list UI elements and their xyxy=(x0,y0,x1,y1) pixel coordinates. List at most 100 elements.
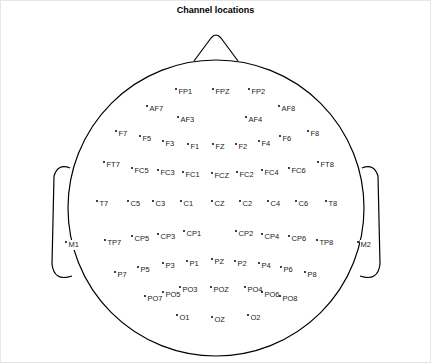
electrode-dot xyxy=(162,140,164,142)
electrode-dot xyxy=(131,235,133,237)
channel: F4 xyxy=(258,136,271,146)
channel-label: C6 xyxy=(298,199,309,209)
electrode-dot xyxy=(212,143,214,145)
channel-label: F2 xyxy=(238,142,248,152)
channel-label: PO3 xyxy=(182,285,198,295)
channel-label: CP5 xyxy=(134,234,150,244)
channel-label: PO5 xyxy=(165,290,181,300)
channel: CP2 xyxy=(235,226,254,236)
channel: P8 xyxy=(304,267,317,277)
channel-label: AF8 xyxy=(281,104,296,114)
channel: FC2 xyxy=(236,167,254,177)
electrode-dot xyxy=(186,260,188,262)
channel: AF3 xyxy=(177,112,195,122)
channel: F5 xyxy=(139,131,152,141)
channel-label: CP2 xyxy=(238,229,254,239)
channel: CP1 xyxy=(183,226,202,236)
channel: T7 xyxy=(96,196,109,206)
channel: C4 xyxy=(267,196,281,206)
electrode-dot xyxy=(146,105,148,107)
channel-label: O1 xyxy=(179,313,190,323)
channel-label: PO6 xyxy=(264,290,280,300)
electrode-dot xyxy=(144,295,146,297)
channel-label: F3 xyxy=(165,139,175,149)
channel-label: P7 xyxy=(117,270,127,280)
channel: FPZ xyxy=(212,84,230,94)
electrode-dot xyxy=(187,143,189,145)
channel-label: FC2 xyxy=(239,170,254,180)
channel: CP6 xyxy=(288,231,307,241)
channel: TP8 xyxy=(316,235,334,245)
electrode-dot xyxy=(357,241,359,243)
channel-label: O2 xyxy=(250,313,261,323)
electrode-dot xyxy=(234,260,236,262)
electrode-dot xyxy=(182,171,184,173)
channel: AF7 xyxy=(146,101,164,111)
channel: C6 xyxy=(295,196,309,206)
channel-label: T8 xyxy=(328,199,338,209)
electrode-dot xyxy=(103,161,105,163)
electrode-dot xyxy=(288,167,290,169)
electrode-dot xyxy=(258,140,260,142)
nose xyxy=(194,35,238,61)
channel-label: FC1 xyxy=(185,170,200,180)
channel: P4 xyxy=(258,258,271,268)
channel-label: FT7 xyxy=(106,160,120,170)
channel-label: PO7 xyxy=(147,294,163,304)
channel-label: P2 xyxy=(237,259,247,269)
electrode-dot xyxy=(211,172,213,174)
electrode-dot xyxy=(280,266,282,268)
electrode-dot xyxy=(157,169,159,171)
right-ear xyxy=(360,167,380,278)
electrode-dot xyxy=(317,161,319,163)
electrode-dot xyxy=(245,116,247,118)
channel-label: T7 xyxy=(99,199,109,209)
electrode-dot xyxy=(131,167,133,169)
channel: T8 xyxy=(325,196,338,206)
channel-label: P1 xyxy=(189,259,199,269)
channel: PO6 xyxy=(261,287,280,297)
electrode-dot xyxy=(261,233,263,235)
channel-label: POZ xyxy=(213,285,229,295)
channel-label: FP2 xyxy=(251,87,266,97)
channel: CP4 xyxy=(261,229,280,239)
channel-label: TP8 xyxy=(319,238,334,248)
channel-label: PO4 xyxy=(247,285,263,295)
electrode-dot xyxy=(244,286,246,288)
channel: O2 xyxy=(247,310,261,320)
channel: FC4 xyxy=(261,165,279,175)
electrode-dot xyxy=(304,271,306,273)
channel-label: CP4 xyxy=(264,232,280,242)
channel: F7 xyxy=(115,126,128,136)
channel-label: CZ xyxy=(214,199,225,209)
channel: P1 xyxy=(186,256,199,266)
electrode-dot xyxy=(258,262,260,264)
left-ear xyxy=(52,167,72,278)
channel: C2 xyxy=(239,196,253,206)
channel-label: FZ xyxy=(215,142,225,152)
electrode-dot xyxy=(179,286,181,288)
channel-label: F7 xyxy=(118,129,128,139)
channel-label: C3 xyxy=(155,199,166,209)
channel: PO3 xyxy=(179,282,198,292)
electrode-dot xyxy=(261,291,263,293)
channel: C1 xyxy=(180,196,194,206)
channel: F8 xyxy=(307,126,320,136)
electrode-dot xyxy=(177,116,179,118)
channel-label: C1 xyxy=(183,199,194,209)
channel: P3 xyxy=(162,258,175,268)
chart-title: Channel locations xyxy=(0,5,431,15)
channel: POZ xyxy=(210,282,229,292)
channel: O1 xyxy=(176,310,190,320)
channel-label: FPZ xyxy=(215,87,230,97)
electrode-dot xyxy=(316,239,318,241)
channel: FT8 xyxy=(317,157,334,167)
channel: FCZ xyxy=(211,168,230,178)
channel-label: FCZ xyxy=(214,171,230,181)
electrode-dot xyxy=(278,105,280,107)
channel-label: AF4 xyxy=(248,115,263,125)
electrode-dot xyxy=(211,258,213,260)
electrode-dot xyxy=(235,143,237,145)
